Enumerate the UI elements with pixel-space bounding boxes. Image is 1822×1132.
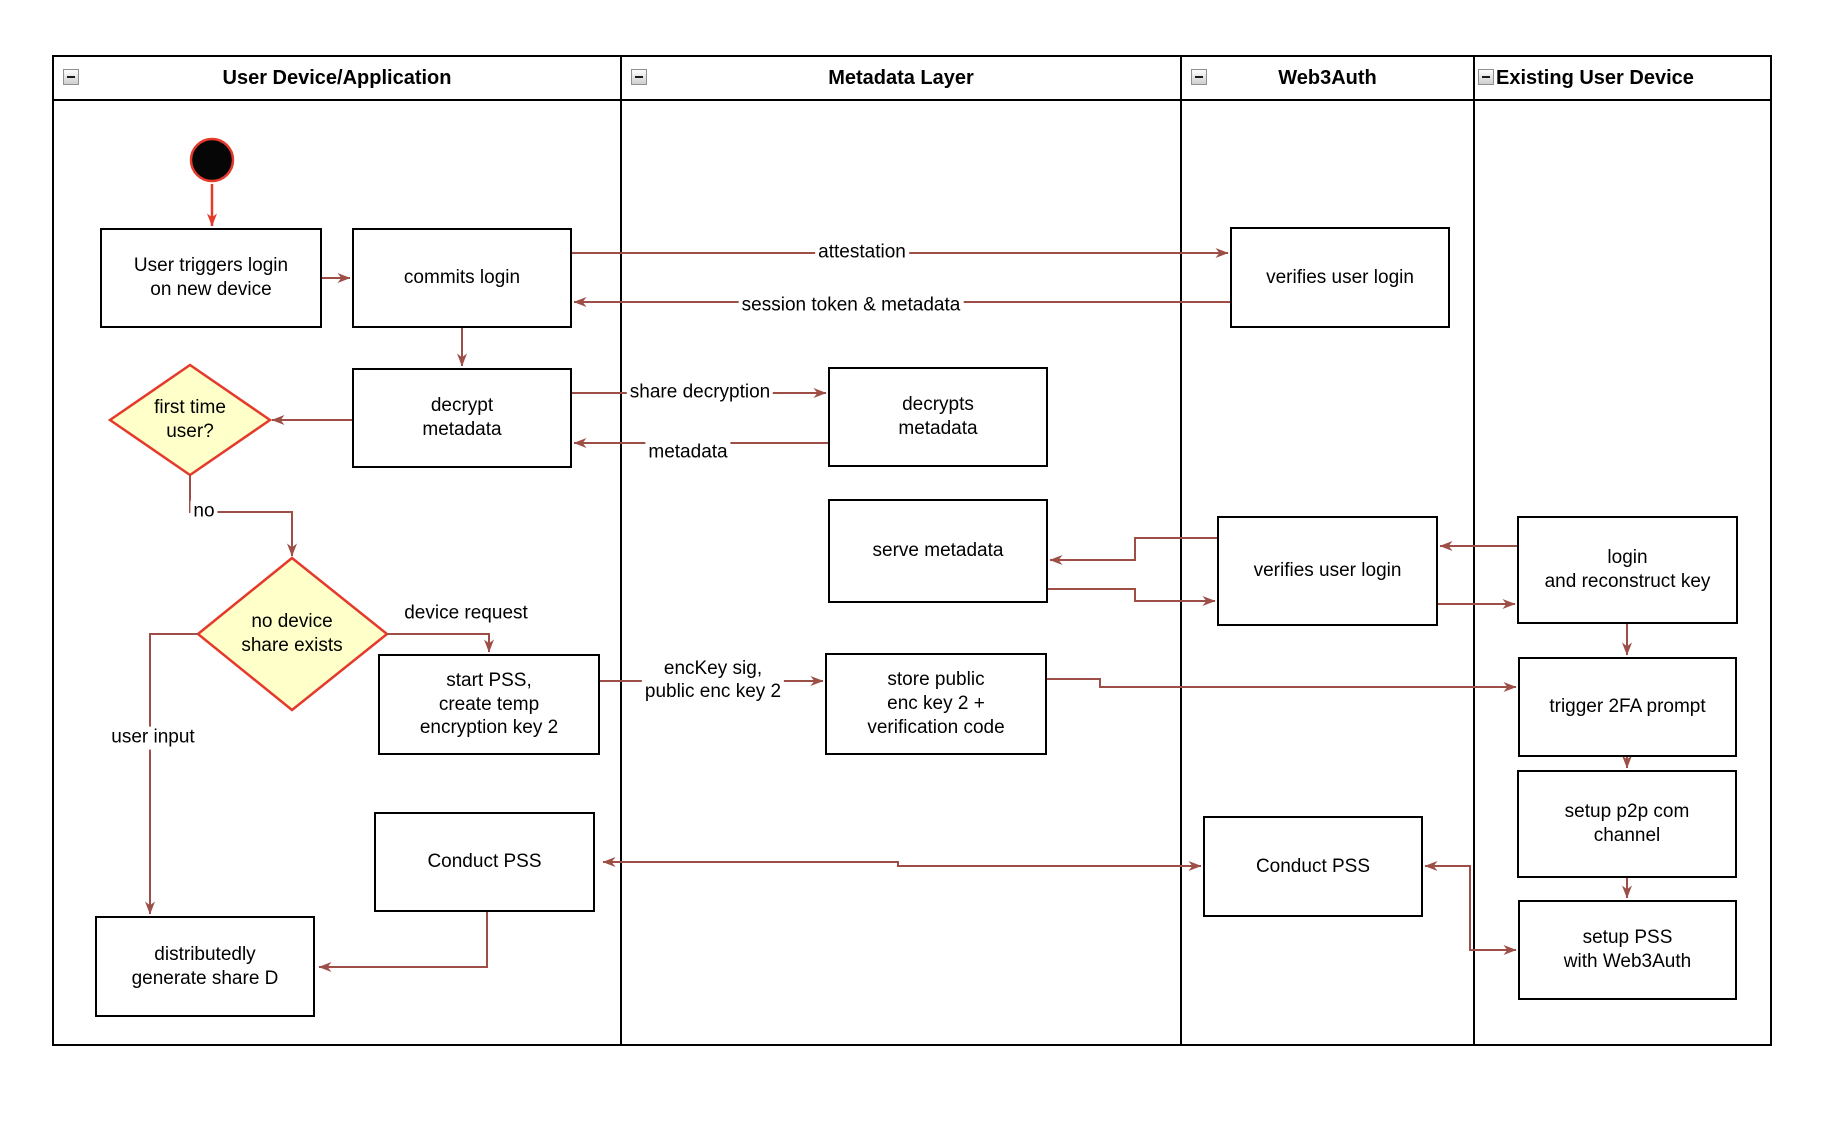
node-store-public-enc-key[interactable]: store public enc key 2 + verification co… [825, 653, 1047, 755]
edge-label-attestation: attestation [815, 241, 909, 265]
lane-title-existing-user-device: Existing User Device [1475, 57, 1772, 99]
edge-label-enckey-sig: encKey sig, public enc key 2 [641, 658, 785, 704]
minus-icon [1482, 76, 1490, 78]
node-start-pss[interactable]: start PSS, create temp encryption key 2 [378, 654, 600, 755]
node-conduct-pss-user[interactable]: Conduct PSS [374, 812, 595, 912]
lane-title-web3auth: Web3Auth [1182, 57, 1473, 99]
edge-label-session-token: session token & metadata [738, 294, 964, 318]
node-verifies-user-login-1[interactable]: verifies user login [1230, 227, 1450, 328]
edge-label-user-input: user input [108, 726, 198, 750]
node-generate-share-d[interactable]: distributedly generate share D [95, 916, 315, 1017]
node-decrypts-metadata[interactable]: decrypts metadata [828, 367, 1048, 467]
lane-separator-3 [1473, 57, 1475, 1044]
decision-label-first-time-user: first time user? [154, 397, 226, 442]
lane-separator-1 [620, 57, 622, 1044]
lane-label: User Device/Application [222, 66, 452, 89]
node-setup-pss-web3auth[interactable]: setup PSS with Web3Auth [1518, 900, 1737, 1000]
node-verifies-user-login-2[interactable]: verifies user login [1217, 516, 1438, 626]
minus-icon [1195, 76, 1203, 78]
edge-label-device-request: device request [401, 602, 531, 626]
collapse-icon[interactable] [631, 69, 647, 85]
lane-title-metadata-layer: Metadata Layer [622, 57, 1180, 99]
lane-header-row [54, 57, 1770, 101]
collapse-icon[interactable] [63, 69, 79, 85]
node-login-reconstruct-key[interactable]: login and reconstruct key [1517, 516, 1738, 624]
node-user-triggers-login[interactable]: User triggers login on new device [100, 228, 322, 328]
lane-separator-2 [1180, 57, 1182, 1044]
lane-label: Web3Auth [1278, 66, 1377, 89]
collapse-icon[interactable] [1191, 69, 1207, 85]
minus-icon [67, 76, 75, 78]
node-serve-metadata[interactable]: serve metadata [828, 499, 1048, 603]
node-conduct-pss-web3auth[interactable]: Conduct PSS [1203, 816, 1423, 917]
lane-title-user-device: User Device/Application [54, 57, 620, 99]
edge-label-metadata: metadata [645, 441, 731, 465]
node-setup-p2p-channel[interactable]: setup p2p com channel [1517, 770, 1737, 878]
decision-label-no-device-share: no device share exists [241, 611, 343, 656]
minus-icon [635, 76, 643, 78]
lane-label: Metadata Layer [828, 66, 974, 89]
collapse-icon[interactable] [1478, 69, 1494, 85]
edge-label-share-decryption: share decryption [626, 381, 774, 405]
node-trigger-2fa-prompt[interactable]: trigger 2FA prompt [1518, 657, 1737, 757]
node-decrypt-metadata[interactable]: decrypt metadata [352, 368, 572, 468]
edge-label-no: no [190, 500, 218, 524]
lane-label: Existing User Device [1496, 66, 1694, 89]
node-commits-login[interactable]: commits login [352, 228, 572, 328]
